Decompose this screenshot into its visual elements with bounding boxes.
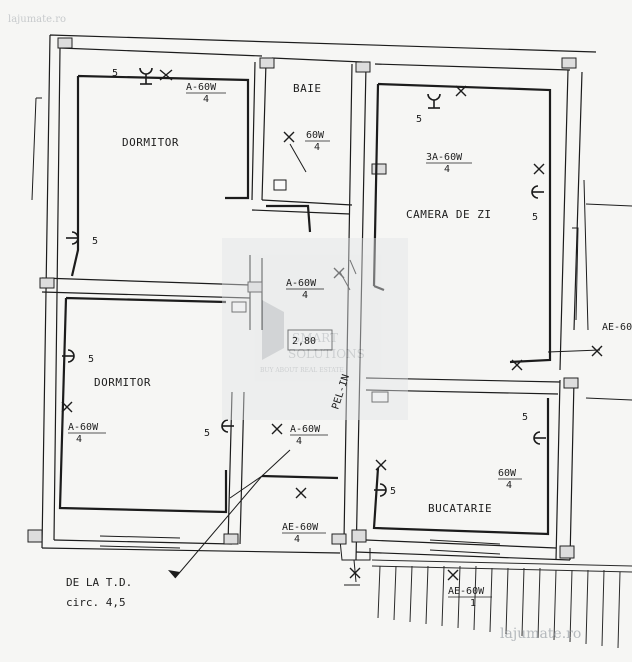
feed-wires bbox=[174, 143, 601, 583]
lamp-rating: 60W bbox=[306, 130, 325, 141]
walls bbox=[31, 34, 632, 649]
socket-number: 5 bbox=[390, 486, 396, 497]
socket-number: 5 bbox=[92, 236, 98, 247]
socket-number: 5 bbox=[522, 412, 528, 423]
socket-number: 5 bbox=[88, 354, 94, 365]
lamp-count: 4 bbox=[203, 94, 209, 105]
lamp-camera: 3A-60W 4 bbox=[426, 152, 472, 175]
lamp-dormitor-top: A-60W 4 bbox=[186, 82, 226, 105]
lamp-rating: 3A-60W bbox=[426, 152, 463, 163]
socket-glyphs bbox=[62, 67, 546, 497]
lamp-count: 4 bbox=[444, 164, 450, 175]
feed-arrow-icon bbox=[168, 570, 180, 578]
lamp-count: 4 bbox=[296, 436, 302, 447]
lamp-bucatarie: 60W 4 bbox=[498, 468, 522, 491]
height-marker: 2,80 bbox=[292, 336, 316, 347]
lamp-rating: A-60W bbox=[68, 422, 99, 433]
socket-number: 5 bbox=[532, 212, 538, 223]
watermark-bottom: lajumate.ro bbox=[500, 626, 581, 642]
lamp-count: 4 bbox=[314, 142, 320, 153]
lamp-hol: A-60W 4 bbox=[286, 278, 324, 301]
lamp-count: 4 bbox=[76, 434, 82, 445]
lamp-rating: AE-60 bbox=[602, 322, 632, 333]
lamp-edge: AE-60 bbox=[602, 322, 632, 333]
watermark-line2: SOLUTIONS bbox=[288, 347, 365, 361]
lamp-count: 4 bbox=[302, 290, 308, 301]
socket-labels: 5 5 5 5 5 5 5 5 bbox=[88, 68, 538, 497]
lamp-rating: AE-60W bbox=[448, 586, 485, 597]
lamp-count: 4 bbox=[506, 480, 512, 491]
lamp-dormitor-bottom: A-60W 4 bbox=[68, 422, 106, 445]
watermark-line1: SMART bbox=[292, 331, 338, 345]
lamp-count: 4 bbox=[294, 534, 300, 545]
lamp-rating: A-60W bbox=[290, 424, 321, 435]
smart-solutions-watermark: SMART SOLUTIONS BUY ABOUT REAL ESTATE bbox=[222, 238, 408, 420]
room-label-dormitor-bottom: DORMITOR bbox=[94, 376, 151, 389]
lamp-hol-bottom: A-60W 4 bbox=[290, 424, 328, 447]
room-label-camera: CAMERA DE ZI bbox=[406, 208, 491, 221]
devices bbox=[231, 179, 389, 403]
lamp-rating: AE-60W bbox=[282, 522, 319, 533]
feed-note-line2: circ. 4,5 bbox=[66, 596, 126, 609]
lamp-rating: 60W bbox=[498, 468, 517, 479]
columns bbox=[27, 37, 579, 559]
watermark-tagline: BUY ABOUT REAL ESTATE bbox=[260, 367, 344, 374]
room-label-bucatarie: BUCATARIE bbox=[428, 502, 492, 515]
socket-number: 5 bbox=[204, 428, 210, 439]
room-label-dormitor-top: DORMITOR bbox=[122, 136, 179, 149]
watermark-top: lajumate.ro bbox=[8, 14, 66, 25]
lamp-rating: A-60W bbox=[286, 278, 317, 289]
room-label-baie: BAIE bbox=[293, 82, 322, 95]
switch-marks bbox=[61, 69, 603, 581]
feed-note-line1: DE LA T.D. bbox=[66, 576, 132, 589]
lamp-baie: 60W 4 bbox=[305, 130, 330, 153]
lamp-exterior: AE-60W 1 bbox=[448, 586, 492, 609]
lamp-hol-entry: AE-60W 4 bbox=[282, 522, 326, 545]
socket-number: 5 bbox=[416, 114, 422, 125]
lamp-count: 1 bbox=[470, 598, 476, 609]
socket-number: 5 bbox=[112, 68, 118, 79]
lamp-rating: A-60W bbox=[186, 82, 217, 93]
